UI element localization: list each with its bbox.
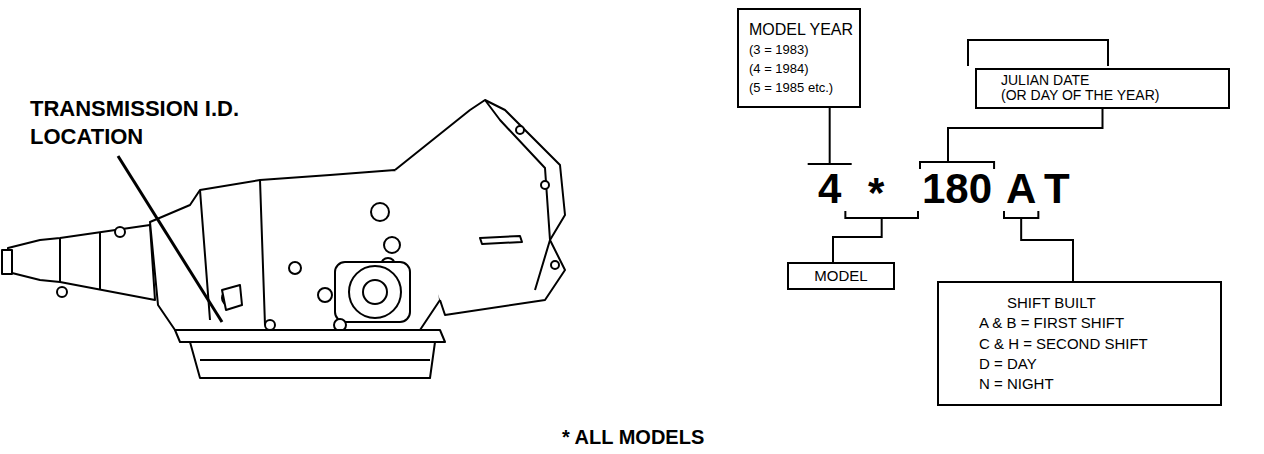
model-year-box: MODEL YEAR(3 = 1983)(4 = 1984)(5 = 1985 … — [737, 8, 861, 108]
box-text: A & B = FIRST SHIFT — [979, 313, 1212, 333]
leader-line — [808, 163, 852, 165]
code-character: 4 — [818, 168, 841, 210]
box-heading: MODEL — [795, 267, 887, 285]
code-character: A — [1006, 168, 1036, 210]
footnote: * ALL MODELS — [562, 426, 704, 448]
shift-built-box: SHIFT BUILTA & B = FIRST SHIFTC & H = SE… — [937, 281, 1222, 406]
leader-line — [948, 109, 1103, 162]
code-character: * — [868, 172, 884, 214]
location-label: TRANSMISSION I.D. LOCATION — [30, 95, 300, 150]
box-text: D = DAY — [979, 354, 1212, 374]
box-heading: MODEL YEAR — [749, 18, 853, 41]
leader-line — [833, 218, 882, 262]
box-text: N = NIGHT — [979, 374, 1212, 394]
julian-date-box: JULIAN DATE(OR DAY OF THE YEAR) — [975, 68, 1230, 109]
leader-line — [1021, 218, 1073, 281]
leader-line — [829, 108, 831, 164]
box-text: (4 = 1984) — [749, 60, 853, 79]
box-text: (3 = 1983) — [749, 41, 853, 60]
code-character: 180 — [922, 168, 992, 210]
box-text: (OR DAY OF THE YEAR) — [1001, 88, 1218, 103]
code-character: T — [1044, 168, 1070, 210]
box-text: (5 = 1985 etc.) — [749, 79, 853, 98]
box-text: C & H = SECOND SHIFT — [979, 334, 1212, 354]
box-heading: SHIFT BUILT — [1007, 293, 1212, 313]
model-box: MODEL — [787, 262, 895, 290]
leader-line — [1004, 211, 1038, 218]
box-heading: JULIAN DATE — [1001, 73, 1218, 88]
